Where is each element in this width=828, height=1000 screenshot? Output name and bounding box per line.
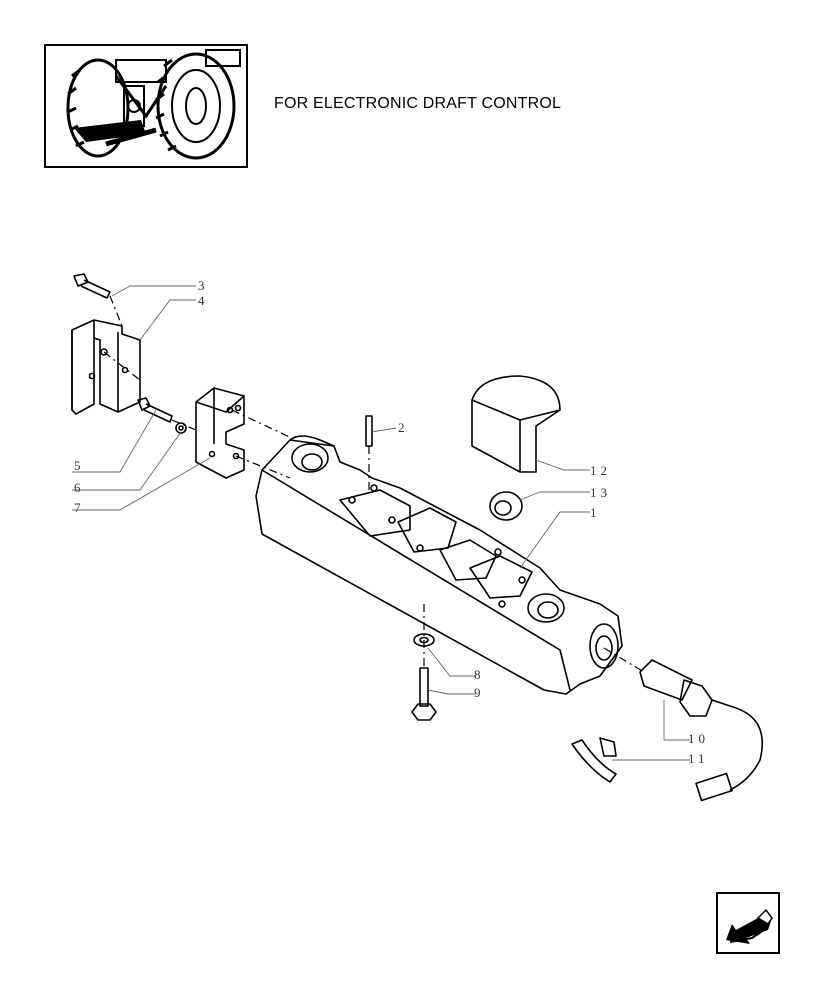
callout-9: 9: [474, 685, 485, 700]
callout-11: 11: [688, 751, 709, 766]
part-bolt-3: [73, 273, 111, 299]
callout-13: 13: [590, 485, 611, 500]
part-bolt-9: [411, 667, 437, 721]
callout-10: 10: [688, 731, 709, 746]
page-title: FOR ELECTRONIC DRAFT CONTROL: [274, 95, 562, 112]
callout-8: 8: [474, 667, 485, 682]
back-button[interactable]: [716, 892, 780, 954]
tractor-thumbnail: [44, 44, 248, 168]
callout-12: 12: [590, 463, 611, 478]
callout-2: 2: [398, 420, 409, 435]
callout-1: 1: [590, 505, 601, 520]
callout-4: 4: [198, 293, 209, 308]
arrow-back-icon: [726, 908, 773, 944]
part-connector-10: [639, 659, 764, 802]
callout-7: 7: [74, 500, 85, 515]
part-washer-6: [175, 422, 187, 434]
part-clip-11: [571, 737, 617, 783]
part-screw-5: [137, 397, 173, 423]
part-bracket-4: [71, 319, 141, 415]
tractor-rear-hitch-icon: [66, 49, 241, 160]
part-plate-7: [195, 387, 245, 479]
callout-6: 6: [74, 480, 85, 495]
part-pin-2: [365, 415, 373, 447]
part-cover-12: [471, 375, 561, 473]
callout-5: 5: [74, 458, 85, 473]
part-body-1: [255, 435, 623, 695]
callout-3: 3: [198, 278, 209, 293]
part-grommet-13: [489, 491, 523, 521]
